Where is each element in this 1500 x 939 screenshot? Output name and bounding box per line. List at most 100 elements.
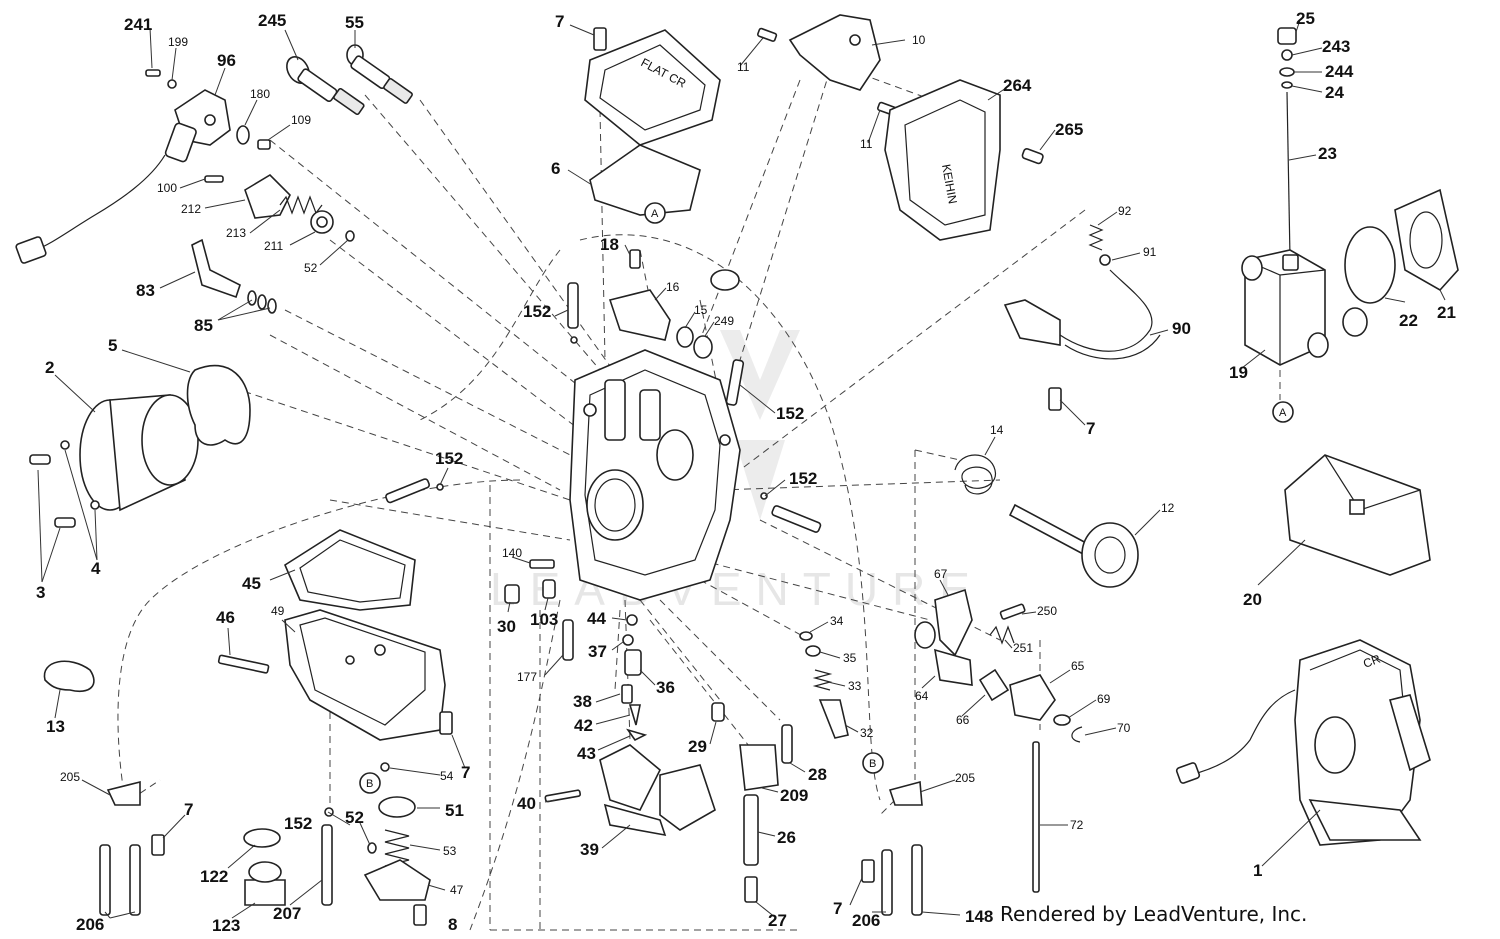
part-66-shape <box>978 668 1010 702</box>
callout-213: 213 <box>226 226 246 240</box>
top-cover-flat-cr-shape: FLAT CR <box>584 29 721 146</box>
callout-51: 51 <box>445 801 464 820</box>
spring-251-shape <box>989 625 1015 645</box>
callout-36: 36 <box>656 678 675 697</box>
callout-54: 54 <box>440 769 454 783</box>
svg-text:A: A <box>651 208 659 220</box>
callout-64: 64 <box>915 689 929 703</box>
clip-70-shape <box>1071 726 1083 743</box>
main-jet-27-shape <box>744 876 758 903</box>
jet-29-shape <box>711 702 725 722</box>
drain-plug-123-shape <box>244 879 286 906</box>
reference-marker-a-right: A <box>1272 401 1294 423</box>
callout-152b: 152 <box>284 814 312 833</box>
jet-28-shape <box>781 724 793 764</box>
o-ring-34-shape <box>799 631 813 641</box>
callout-33: 33 <box>848 679 862 693</box>
tube-206a-2-shape <box>129 844 141 916</box>
svg-text:B: B <box>366 778 373 790</box>
pin-152e-shape <box>771 505 822 533</box>
callout-251: 251 <box>1013 641 1033 655</box>
spring-53-shape <box>384 829 410 867</box>
spring-213-shape <box>279 195 323 215</box>
callout-49: 49 <box>271 604 285 618</box>
washer-244-shape <box>1279 67 1295 77</box>
diaphragm-51-shape <box>378 796 416 818</box>
callout-11a: 11 <box>737 60 750 74</box>
callout-152a: 152 <box>435 449 463 468</box>
callout-250: 250 <box>1037 604 1057 618</box>
callout-245: 245 <box>258 11 286 30</box>
washer-35-shape <box>805 645 821 657</box>
callout-67: 67 <box>934 567 948 581</box>
washer-199-shape <box>167 79 177 89</box>
callout-90: 90 <box>1172 319 1191 338</box>
callout-72: 72 <box>1070 818 1084 832</box>
callout-140: 140 <box>502 546 522 560</box>
callout-34: 34 <box>830 614 844 628</box>
callout-152c: 152 <box>523 302 551 321</box>
tube-206b-shape <box>881 849 893 916</box>
callout-11b: 11 <box>860 137 873 151</box>
jet-38-shape <box>621 684 633 704</box>
callout-92: 92 <box>1118 204 1132 218</box>
clip-91-shape <box>1099 254 1111 266</box>
callout-109: 109 <box>291 113 311 127</box>
callout-177: 177 <box>517 670 537 684</box>
jet-109-shape <box>257 139 271 150</box>
o-ring-22-shape <box>1344 226 1396 304</box>
seal-243-shape <box>1281 49 1293 61</box>
callout-70: 70 <box>1117 721 1131 735</box>
screw-100-shape <box>204 175 224 183</box>
tube-148-shape <box>911 844 923 916</box>
cap-25-shape <box>1277 27 1297 45</box>
callout-37: 37 <box>588 642 607 661</box>
bracket-16-shape <box>608 289 671 341</box>
spring-14-shape <box>954 454 996 495</box>
collar-shape <box>710 269 740 291</box>
callout-30: 30 <box>497 617 516 636</box>
callout-19: 19 <box>1229 363 1248 382</box>
screw-3b-shape <box>54 517 76 528</box>
callout-16: 16 <box>666 280 680 294</box>
callout-13: 13 <box>46 717 65 736</box>
svg-text:CR: CR <box>1361 652 1382 671</box>
callout-205b: 205 <box>955 771 975 785</box>
callout-212: 212 <box>181 202 201 216</box>
pin-152a-shape <box>385 478 430 504</box>
seat-36-shape <box>624 649 642 676</box>
callout-152d: 152 <box>776 404 804 423</box>
o-ring-85-shape <box>247 290 257 306</box>
callout-85: 85 <box>194 316 213 335</box>
top-cover-gasket-6-shape <box>589 144 701 216</box>
callout-69: 69 <box>1097 692 1111 706</box>
pump-cover-47-shape <box>363 859 431 901</box>
callout-14: 14 <box>990 423 1004 437</box>
callout-7d: 7 <box>1086 419 1095 438</box>
callout-25: 25 <box>1296 9 1315 28</box>
callout-205a: 205 <box>60 770 80 784</box>
callout-7b: 7 <box>461 763 470 782</box>
o-ring-44-shape <box>626 614 638 626</box>
screw-250-shape <box>999 603 1026 620</box>
carburetor-body-shape <box>569 349 741 601</box>
callout-39: 39 <box>580 840 599 859</box>
callout-38: 38 <box>573 692 592 711</box>
callout-8: 8 <box>448 915 457 934</box>
callout-122: 122 <box>200 867 228 886</box>
o-ring-24-shape <box>1281 81 1293 89</box>
callout-27: 27 <box>768 911 787 930</box>
bag-20-shape <box>1284 454 1431 576</box>
valve-245-shape <box>286 56 365 116</box>
screw-11a-shape <box>757 27 778 42</box>
o-ring-249-shape <box>693 335 713 359</box>
callout-265: 265 <box>1055 120 1083 139</box>
callout-20: 20 <box>1243 590 1262 609</box>
screw-7e-shape <box>861 859 875 883</box>
callout-6: 6 <box>551 159 560 178</box>
callout-180: 180 <box>250 87 270 101</box>
fitting-83-shape <box>191 238 241 299</box>
callout-91: 91 <box>1143 245 1157 259</box>
choke-plunger-90-shape <box>1003 269 1161 360</box>
callout-24: 24 <box>1325 83 1344 102</box>
